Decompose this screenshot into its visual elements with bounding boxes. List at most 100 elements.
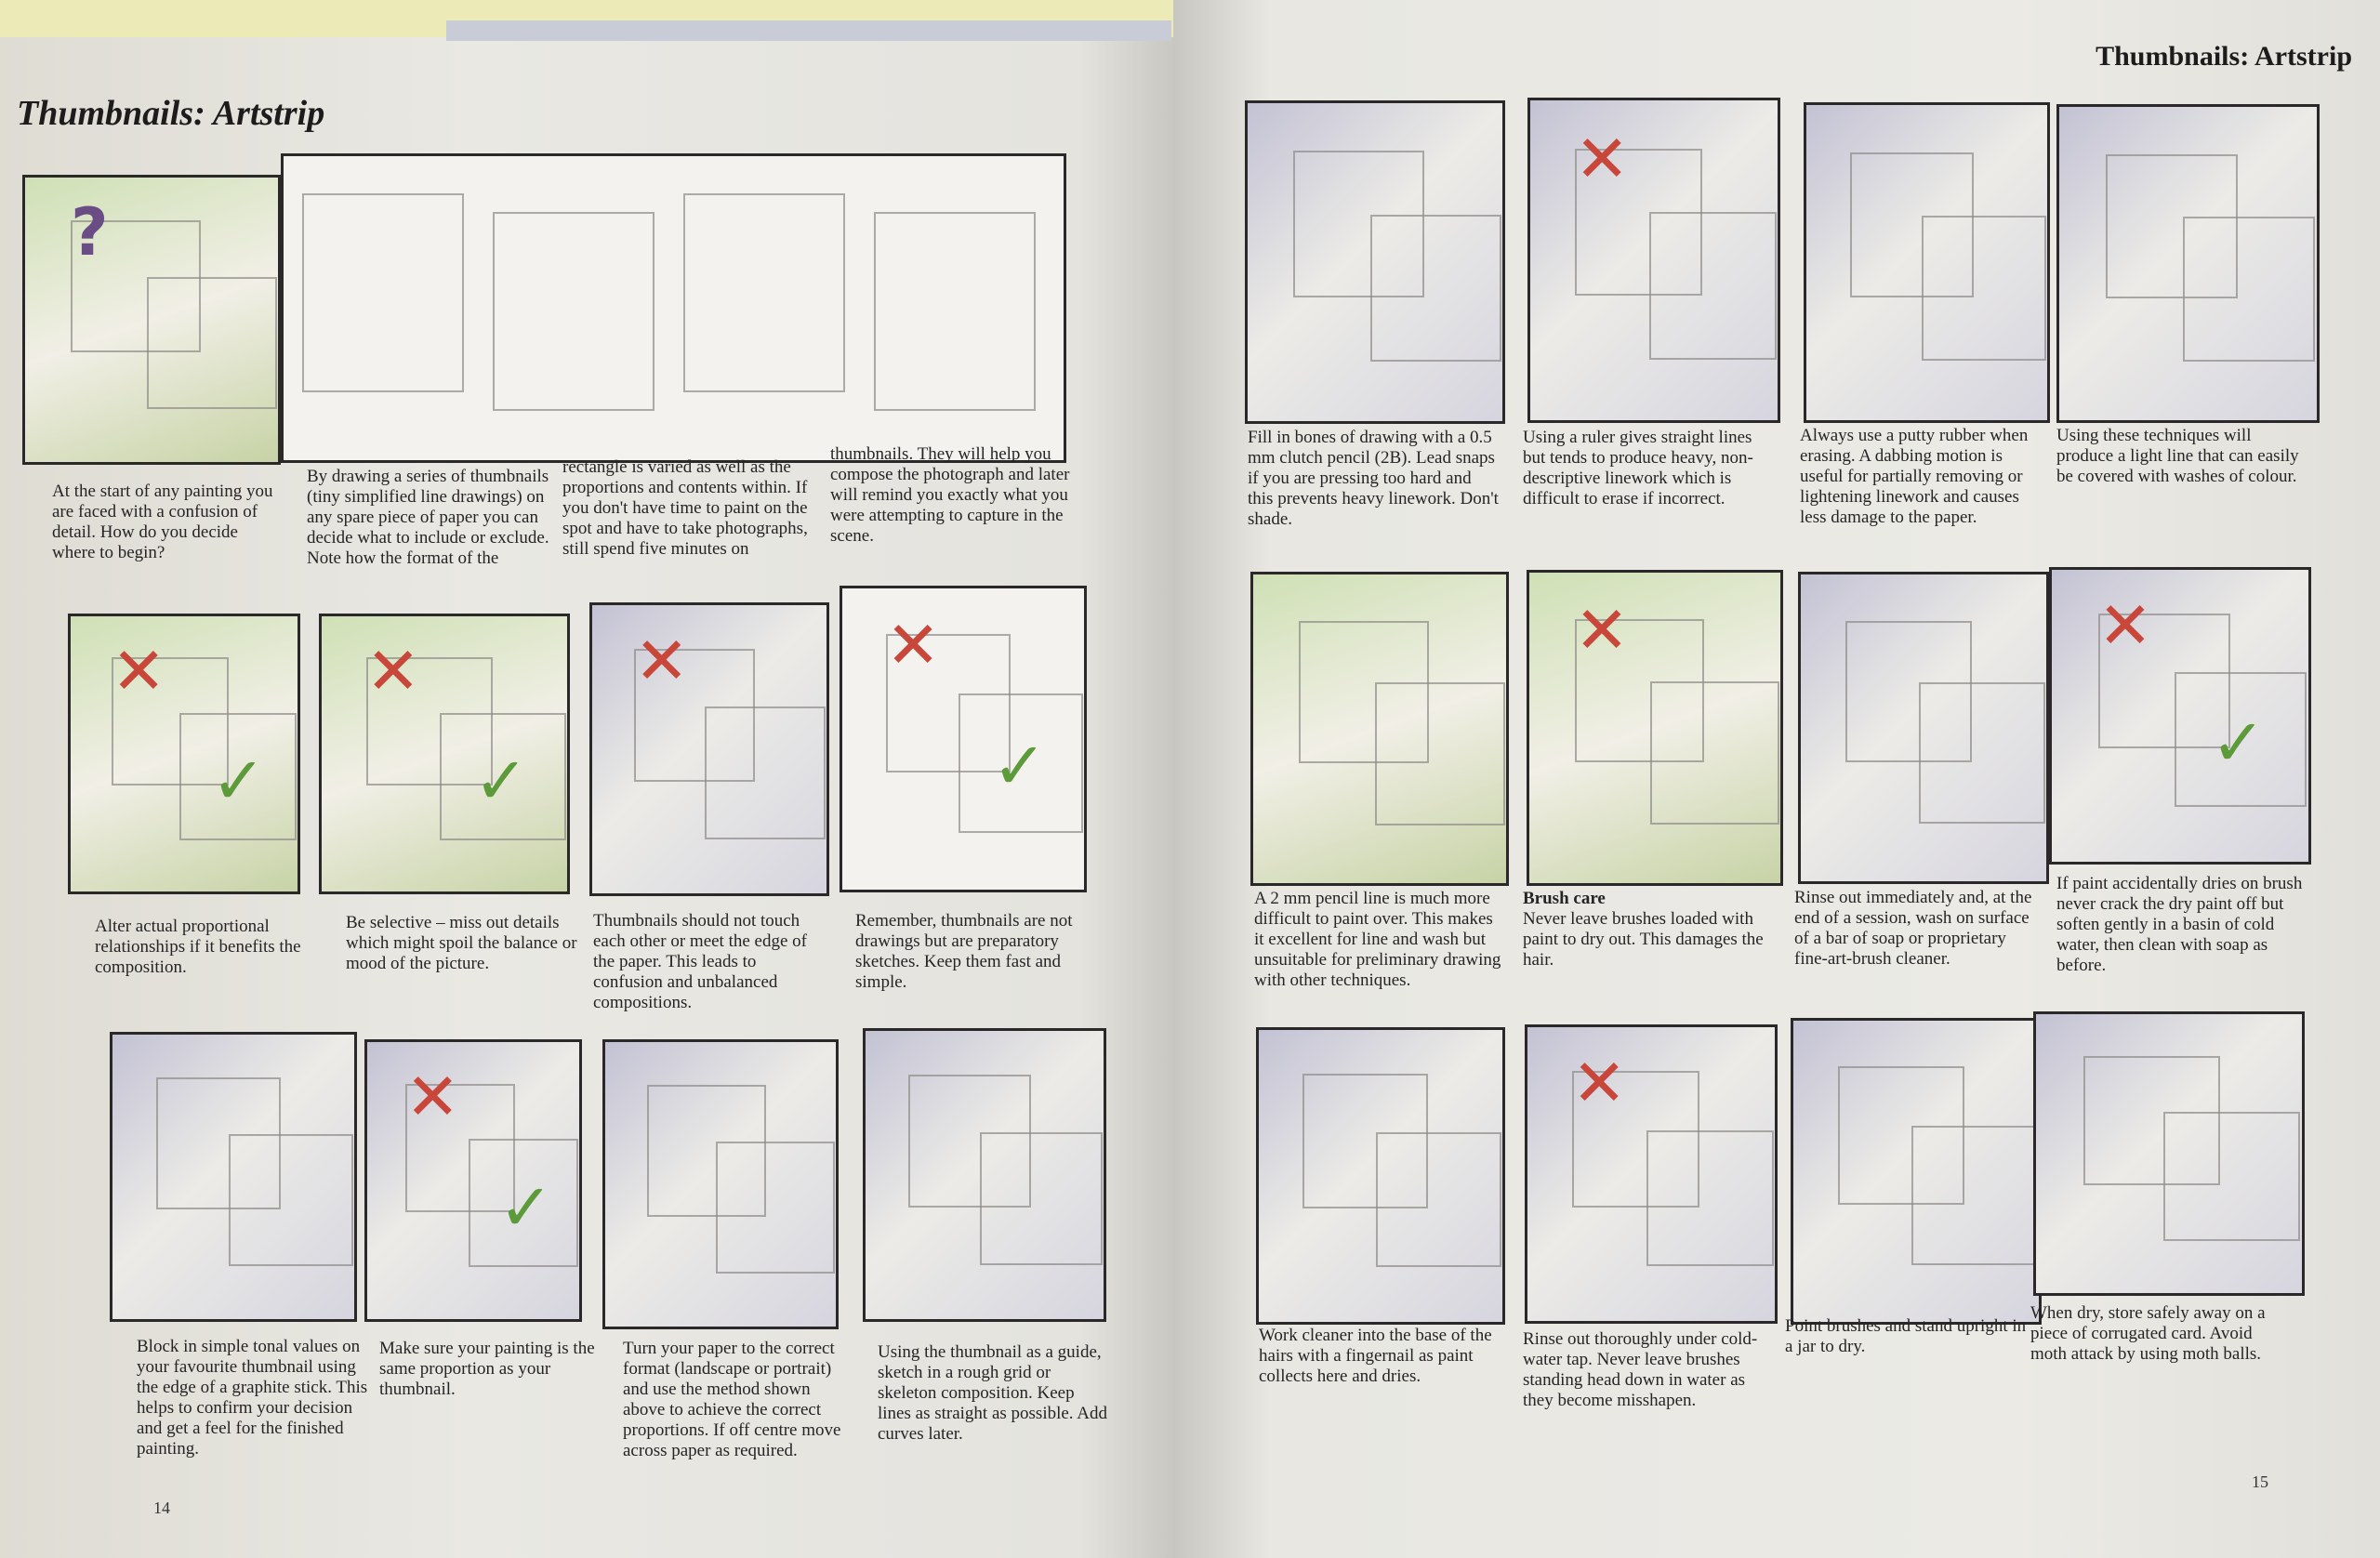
sketch-frame — [405, 1083, 516, 1212]
red-cross-icon: ✕ — [1571, 1045, 1627, 1122]
left-caption-3: rectangle is varied as well as the propo… — [562, 457, 813, 560]
sketch-frame — [493, 212, 654, 411]
sketch-frame — [1369, 214, 1501, 362]
right-caption-8: If paint accidentally dries on brush nev… — [2056, 874, 2307, 976]
section-heading: Brush care — [1523, 889, 1606, 908]
question-mark-icon: ? — [70, 194, 109, 271]
right-caption-5: A 2 mm pencil line is much more difficul… — [1254, 889, 1505, 991]
caption-text: Using the thumbnail as a guide, sketch i… — [878, 1342, 1107, 1444]
caption-text: When dry, store safely away on a piece o… — [2030, 1303, 2266, 1364]
sketch-frame — [885, 633, 1011, 773]
sketch-frame — [439, 712, 566, 840]
page-number: 14 — [153, 1499, 170, 1517]
caption-text: Be selective – miss out details which mi… — [346, 913, 577, 973]
right-caption-1: Fill in bones of drawing with a 0.5 mm c… — [1248, 428, 1499, 530]
facing-page-edge — [446, 20, 1171, 41]
sketch-frame — [634, 648, 756, 782]
sketch-frame — [2175, 671, 2307, 808]
right-page: Thumbnails: Artstrip 15 Fill in bones of… — [1173, 0, 2380, 1558]
left-illustration-11 — [602, 1039, 839, 1329]
right-caption-7: Rinse out immediately and, at the end of… — [1794, 888, 2038, 970]
right-illustration-1 — [1245, 100, 1505, 424]
page-number: 15 — [2252, 1472, 2268, 1491]
caption-text: Rinse out immediately and, at the end of… — [1794, 888, 2032, 969]
green-tick-icon: ✓ — [2211, 704, 2266, 781]
sketch-frame — [146, 277, 277, 409]
caption-text: A 2 mm pencil line is much more difficul… — [1254, 889, 1501, 990]
right-illustration-8: ✕✓ — [2049, 567, 2311, 865]
sketch-frame — [716, 1142, 836, 1274]
sketch-frame — [1298, 620, 1429, 764]
sketch-frame — [70, 219, 201, 352]
caption-text: By drawing a series of thumbnails (tiny … — [307, 467, 549, 568]
left-caption-2: By drawing a series of thumbnails (tiny … — [307, 467, 558, 569]
sketch-frame — [1911, 1126, 2038, 1266]
sketch-frame — [908, 1074, 1032, 1208]
caption-text: If paint accidentally dries on brush nev… — [2056, 874, 2303, 975]
sketch-frame — [1293, 151, 1425, 298]
sketch-frame — [2182, 216, 2316, 362]
caption-text: Remember, thumbnails are not drawings bu… — [855, 911, 1073, 992]
red-cross-icon: ✕ — [2097, 588, 2153, 665]
red-cross-icon: ✕ — [111, 632, 166, 709]
right-illustration-7 — [1798, 572, 2049, 884]
sketch-frame — [365, 657, 493, 786]
right-illustration-12 — [2033, 1011, 2305, 1296]
right-illustration-10: ✕ — [1525, 1024, 1778, 1324]
caption-text: rectangle is varied as well as the propo… — [562, 457, 808, 559]
left-illustration-8: ✕✓ — [840, 586, 1087, 892]
right-caption-2: Using a ruler gives straight lines but t… — [1523, 428, 1774, 509]
left-illustration-9 — [110, 1032, 357, 1322]
sketch-frame — [1374, 682, 1505, 825]
caption-text: Always use a putty rubber when erasing. … — [1800, 426, 2029, 527]
right-caption-11: Point brushes and stand upright in a jar… — [1785, 1316, 2029, 1357]
sketch-frame — [1574, 619, 1704, 763]
right-caption-9: Work cleaner into the base of the hairs … — [1259, 1326, 1508, 1387]
caption-text: Using a ruler gives straight lines but t… — [1523, 428, 1753, 508]
sketch-frame — [179, 712, 298, 840]
caption-text: thumbnails. They will help you compose t… — [830, 444, 1070, 546]
sketch-frame — [2083, 1056, 2221, 1185]
left-illustration-12 — [863, 1028, 1106, 1322]
caption-text: Thumbnails should not touch each other o… — [593, 911, 807, 1012]
left-illustration-7: ✕ — [589, 602, 829, 896]
right-illustration-6: ✕ — [1527, 570, 1783, 886]
left-caption-9: Block in simple tonal values on your fav… — [137, 1337, 369, 1459]
left-illustration-1: ? — [22, 175, 281, 465]
red-cross-icon: ✕ — [885, 606, 941, 683]
right-illustration-9 — [1256, 1027, 1505, 1325]
left-caption-11: Turn your paper to the correct format (l… — [623, 1339, 855, 1461]
caption-text: Make sure your painting is the same prop… — [379, 1339, 595, 1399]
left-illustration-6: ✕✓ — [319, 614, 570, 894]
sketch-frame — [683, 193, 845, 392]
right-illustration-4 — [2056, 104, 2320, 423]
sketch-frame — [111, 657, 229, 786]
red-cross-icon: ✕ — [365, 632, 421, 709]
red-cross-icon: ✕ — [1574, 591, 1630, 668]
left-page: Thumbnails: Artstrip 14 ?At the start of… — [0, 0, 1173, 1558]
right-illustration-5 — [1250, 572, 1509, 886]
sketch-frame — [2163, 1112, 2301, 1241]
left-caption-1: At the start of any painting you are fac… — [52, 482, 284, 563]
sketch-frame — [979, 1131, 1103, 1265]
caption-text: Work cleaner into the base of the hairs … — [1259, 1326, 1492, 1386]
left-caption-5: Alter actual proportional relationships … — [95, 917, 327, 978]
sketch-frame — [1849, 152, 1975, 298]
sketch-frame — [469, 1139, 579, 1268]
red-cross-icon: ✕ — [1574, 120, 1630, 197]
page-title: Thumbnails: Artstrip — [2096, 41, 2352, 72]
left-caption-10: Make sure your painting is the same prop… — [379, 1339, 612, 1400]
sketch-frame — [1648, 212, 1777, 361]
green-tick-icon: ✓ — [473, 743, 529, 820]
sketch-frame — [1837, 1065, 1964, 1206]
caption-text: Block in simple tonal values on your fav… — [137, 1337, 368, 1459]
sketch-frame — [1922, 215, 2046, 362]
right-caption-12: When dry, store safely away on a piece o… — [2030, 1303, 2274, 1365]
left-illustration-5: ✕✓ — [68, 614, 300, 894]
left-caption-7: Thumbnails should not touch each other o… — [593, 911, 830, 1013]
caption-text: Point brushes and stand upright in a jar… — [1785, 1316, 2027, 1356]
sketch-frame — [1844, 620, 1972, 762]
sketch-frame — [874, 212, 1036, 411]
left-caption-4: thumbnails. They will help you compose t… — [830, 444, 1074, 547]
